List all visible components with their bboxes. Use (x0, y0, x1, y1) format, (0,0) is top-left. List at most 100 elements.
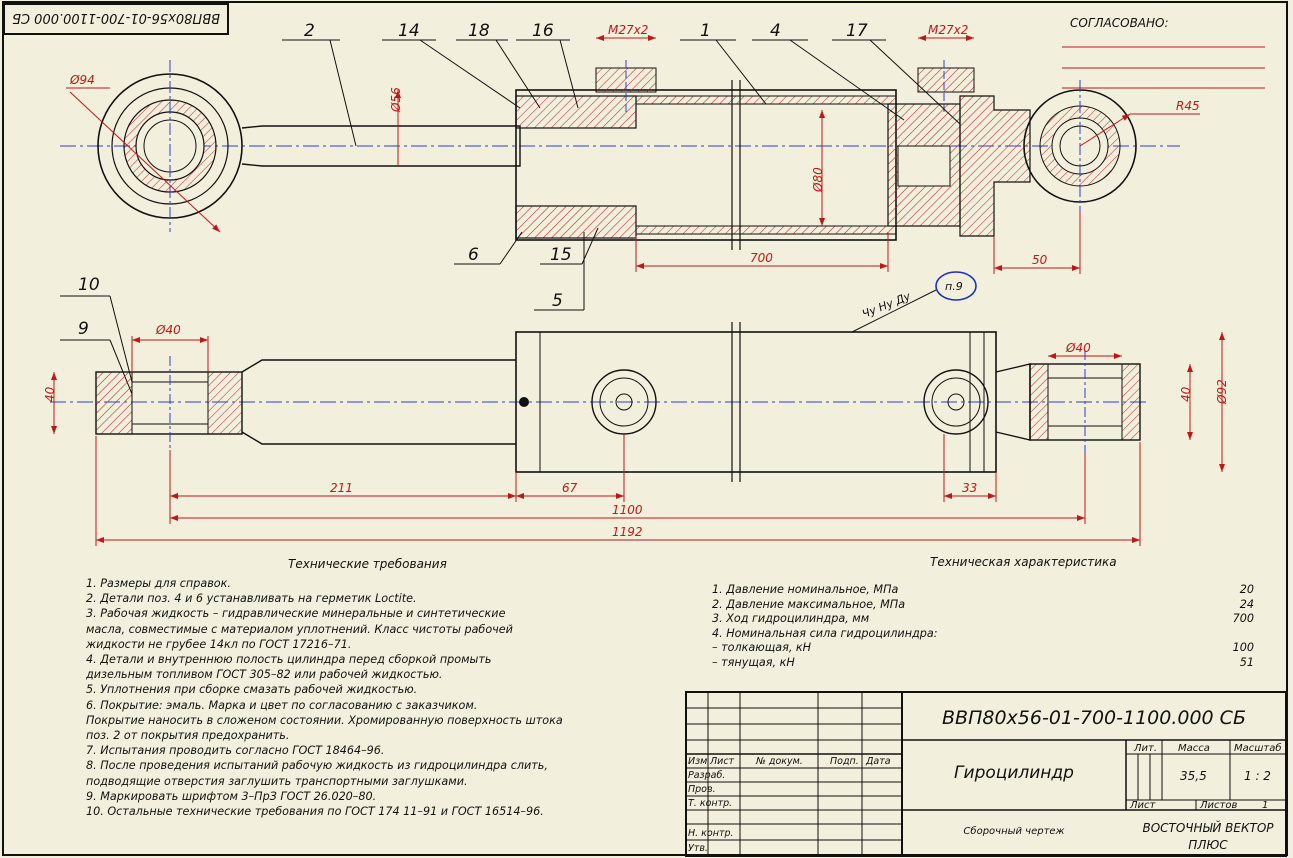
callout-10: 10 (78, 275, 100, 295)
callout-1: 1 (700, 21, 711, 41)
port-2 (923, 369, 989, 435)
callouts (60, 39, 961, 395)
requirement-line: 8. После проведения испытаний рабочую жи… (86, 759, 548, 773)
row-prov: Пров. (688, 784, 716, 795)
characteristic-value: 100 (1232, 641, 1254, 654)
dim-67: 67 (562, 481, 578, 495)
requirement-line: 1. Размеры для справок. (86, 577, 231, 590)
requirement-line: 7. Испытания проводить согласно ГОСТ 184… (86, 744, 385, 758)
dim-50: 50 (1032, 253, 1048, 267)
dim-211: 211 (330, 481, 353, 495)
product-name: Гироцилиндр (954, 763, 1074, 783)
dim-d56: Ø56 (389, 87, 403, 113)
scale-label: Масштаб (1234, 742, 1282, 754)
requirement-line: поз. 2 от покрытия предохранить. (86, 729, 290, 742)
dim-h40-right: 40 (1179, 386, 1193, 402)
mass-value: 35,5 (1180, 769, 1207, 783)
dim-d94: Ø94 (69, 73, 95, 87)
dim-d80: Ø80 (811, 167, 825, 193)
callout-17: 17 (846, 21, 868, 41)
callout-2: 2 (304, 21, 315, 41)
characteristic-label: 4. Номинальная сила гидроцилиндра: (712, 626, 938, 640)
row-nkontr: Н. контр. (688, 828, 734, 839)
gland-bottom (515, 205, 637, 239)
requirement-line: масла, совместимые с материалом уплотнен… (86, 622, 513, 636)
title-block (685, 691, 1287, 857)
characteristic-label: 1. Давление номинальное, МПа (712, 583, 899, 596)
callout-18: 18 (468, 21, 490, 41)
list-label: Лист (1129, 800, 1157, 811)
callout-5: 5 (552, 291, 563, 311)
lit-label: Лит. (1133, 743, 1157, 754)
characteristic-label: – толкающая, кН (712, 641, 812, 654)
col-list: Лист (709, 756, 735, 767)
dim-1100: 1100 (612, 503, 643, 517)
characteristic-value: 24 (1239, 597, 1254, 611)
dim-d40-right: Ø40 (1065, 341, 1091, 355)
designation: ВВП80х56-01-700-1100.000 СБ (942, 707, 1246, 729)
callout-16: 16 (532, 21, 554, 41)
dim-1192: 1192 (612, 525, 643, 539)
col-doc: № докум. (755, 756, 803, 767)
dim-d40-left: Ø40 (155, 323, 181, 337)
characteristic-label: – тянущая, кН (712, 655, 795, 669)
callout-4: 4 (770, 21, 781, 41)
characteristics-title: Техническая характеристика (930, 555, 1117, 569)
requirement-line: 2. Детали поз. 4 и 6 устанавливать на ге… (86, 592, 417, 606)
col-podp: Подп. (830, 756, 859, 767)
title-block-text: ВВП80х56-01-700-1100.000 СБ Гироцилиндр … (688, 707, 1282, 854)
dim-r45: R45 (1176, 99, 1200, 113)
cylinder-body (515, 331, 997, 473)
callout-15: 15 (550, 245, 572, 265)
dim-33: 33 (962, 481, 977, 495)
doc-type: Сборочный чертеж (963, 825, 1064, 837)
characteristic-value: 20 (1239, 583, 1254, 596)
dim-700: 700 (750, 251, 773, 265)
rotated-code-stamp: ВВП80х56-01-700-1100.000 СБ (3, 3, 229, 35)
requirement-line: 4. Детали и внутреннюю полость цилиндра … (86, 653, 492, 666)
top-dimensions: Ø94 Ø56 Ø80 R45 700 50 М27х2 М27х2 (66, 23, 1200, 274)
row-razrab: Разраб. (688, 770, 725, 781)
requirement-line: жидкости не грубее 14кл по ГОСТ 17216–71… (86, 637, 352, 651)
characteristic-label: 2. Давление максимальное, МПа (712, 597, 906, 611)
end-cap (959, 95, 1031, 237)
requirement-line: 9. Маркировать шрифтом 3–ПрЗ ГОСТ 26.020… (86, 789, 377, 803)
scale-value: 1 : 2 (1244, 769, 1271, 783)
requirement-line: 10. Остальные технические требования по … (86, 805, 544, 818)
company-line-2: ПЛЮС (1188, 838, 1228, 852)
bottom-dimensions: Ø40 Ø40 40 40 Ø92 211 67 33 1100 1192 (43, 323, 1229, 546)
callout-14: 14 (398, 21, 420, 41)
dim-h40-left: 40 (43, 386, 57, 402)
company-line-1: ВОСТОЧНЫЙ ВЕКТОР (1142, 820, 1274, 835)
listov-label: Листов (1199, 800, 1237, 811)
bottom-view (50, 322, 1150, 482)
row-utv: Утв. (688, 843, 708, 854)
port-boss-2 (917, 67, 975, 93)
thread-label-1: М27х2 (608, 23, 648, 37)
row-tkontr: Т. контр. (688, 798, 732, 809)
listov-value: 1 (1262, 800, 1268, 811)
col-izm: Изм (688, 756, 707, 767)
requirement-line: 5. Уплотнения при сборке смазать рабочей… (86, 683, 418, 697)
requirement-line: 6. Покрытие: эмаль. Марка и цвет по согл… (86, 698, 478, 712)
requirements-title: Технические требования (288, 557, 447, 571)
requirement-line: Покрытие наносить в сложеном состоянии. … (86, 713, 563, 727)
callout-numbers: 2 14 18 16 1 4 17 6 15 5 10 9 (78, 21, 868, 339)
characteristic-value: 700 (1232, 612, 1254, 625)
characteristic-value: 51 (1239, 655, 1254, 669)
callout-9: 9 (78, 319, 89, 339)
dim-d92: Ø92 (1215, 379, 1229, 405)
rotated-code-text: ВВП80х56-01-700-1100.000 СБ (12, 10, 220, 25)
characteristic-label: 3. Ход гидроцилиндра, мм (712, 612, 870, 625)
callout-6: 6 (468, 245, 479, 265)
roughness-note: Чу Ну Ду п.9 (851, 271, 977, 333)
top-section-view (60, 60, 1180, 250)
requirement-line: дизельным топливом ГОСТ 305–82 или рабоч… (86, 668, 443, 682)
piston-rod (241, 125, 521, 167)
requirement-line: подводящие отверстия заглушить транспорт… (86, 774, 468, 788)
col-data: Дата (865, 756, 891, 767)
approval-block: СОГЛАСОВАНО: (1062, 16, 1265, 89)
